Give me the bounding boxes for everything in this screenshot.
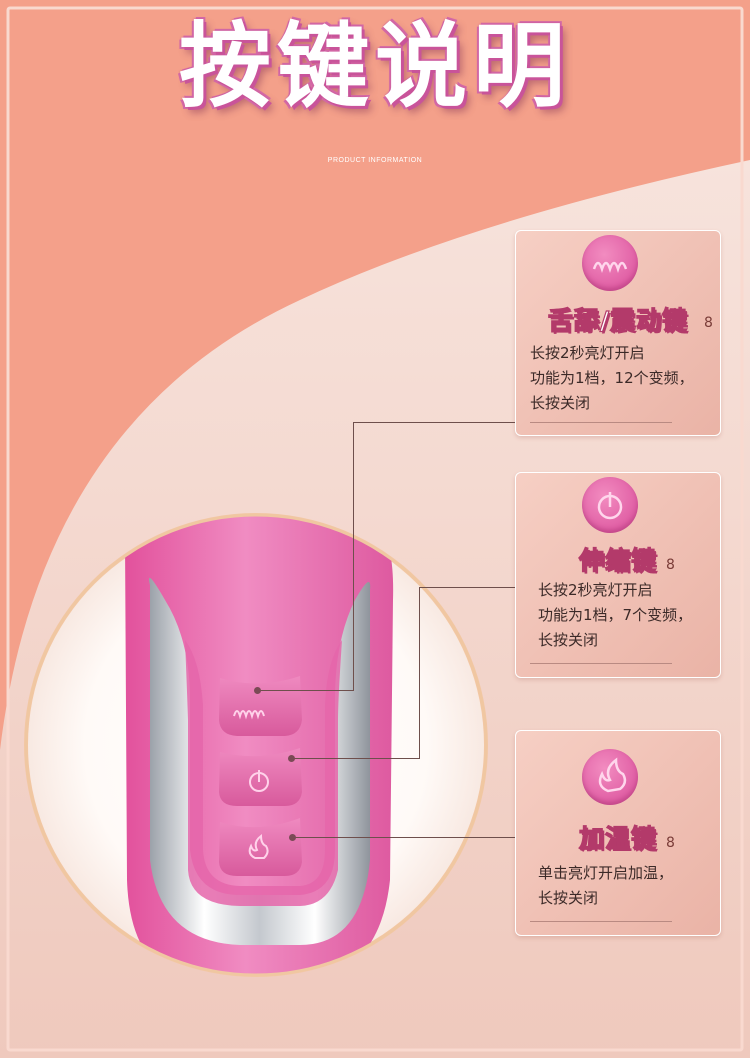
card-description: 长按2秒亮灯开启 功能为1档，12个变频， 长按关闭 (530, 341, 715, 416)
power-icon (582, 477, 638, 533)
leader-line-1-h2 (353, 422, 516, 424)
card-text-line: 单击亮灯开启加温， (538, 864, 674, 882)
card-mark: 8 (666, 835, 675, 851)
card-divider (530, 921, 672, 922)
card-text-line: 长按2秒亮灯开启 (538, 581, 653, 599)
card-title: 加温键 (578, 823, 657, 853)
button-card-telescopic: 伸缩键 8 长按2秒亮灯开启 功能为1档，7个变频， 长按关闭 (515, 472, 721, 678)
leader-dot-1 (254, 687, 261, 694)
card-description: 单击亮灯开启加温， 长按关闭 (538, 861, 723, 911)
card-text-line: 长按关闭 (530, 394, 591, 412)
card-divider (530, 422, 672, 423)
button-card-heating: 加温键 8 单击亮灯开启加温， 长按关闭 (515, 730, 721, 936)
leader-dot-2 (288, 755, 295, 762)
card-description: 长按2秒亮灯开启 功能为1档，7个变频， 长按关闭 (538, 578, 723, 653)
leader-line-2-h (292, 758, 420, 760)
button-card-vibration: 舌舔/震动键 8 长按2秒亮灯开启 功能为1档，12个变频， 长按关闭 (515, 230, 721, 436)
card-mark: 8 (666, 557, 675, 573)
leader-line-3-h (293, 837, 516, 839)
card-title: 伸缩键 (578, 545, 657, 575)
card-text-line: 长按关闭 (538, 889, 599, 907)
card-divider (530, 663, 672, 664)
leader-line-2-h2 (419, 587, 516, 589)
card-mark: 8 (704, 315, 713, 331)
wave-icon (582, 235, 638, 291)
page-subtitle: PRODUCT INFORMATION (327, 157, 423, 164)
flame-icon (582, 749, 638, 805)
leader-line-2-v (419, 587, 421, 759)
leader-line-1-h (258, 690, 354, 692)
card-title: 舌舔/震动键 (547, 305, 689, 335)
card-text-line: 长按2秒亮灯开启 (530, 344, 645, 362)
card-text-line: 长按关闭 (538, 631, 599, 649)
leader-dot-3 (289, 834, 296, 841)
page-title: 按键说明 (178, 13, 571, 120)
card-text-line: 功能为1档，7个变频， (538, 606, 693, 624)
card-text-line: 功能为1档，12个变频， (530, 369, 694, 387)
leader-line-1-v (353, 422, 355, 691)
